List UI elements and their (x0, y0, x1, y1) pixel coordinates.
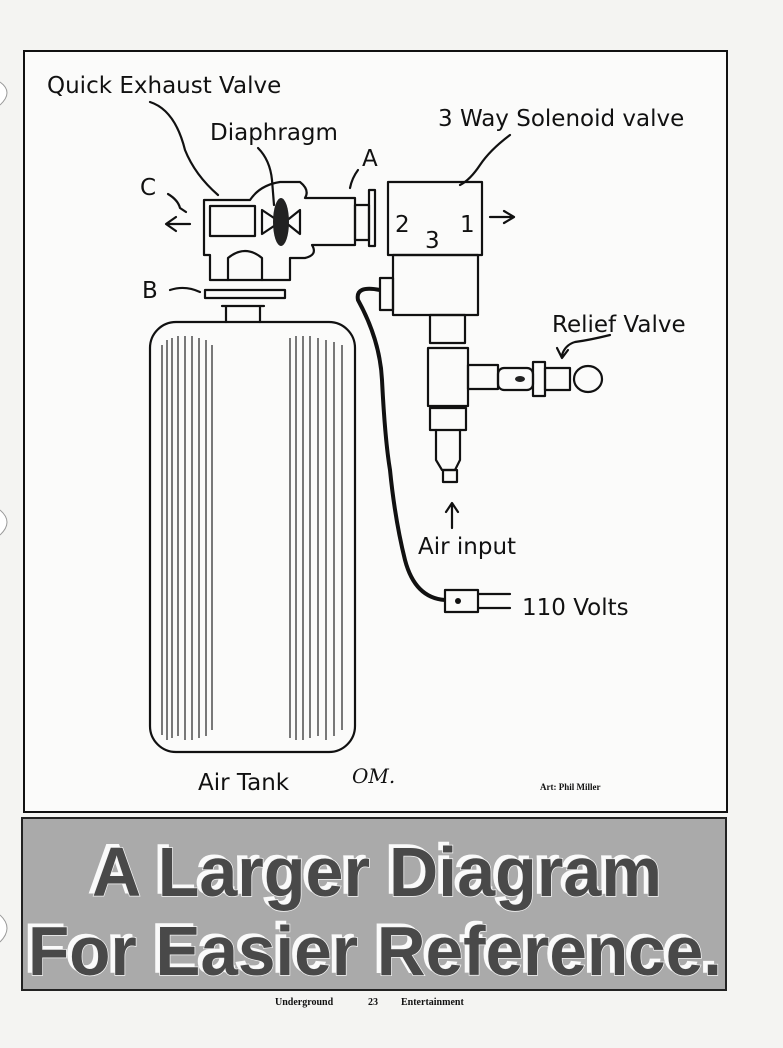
label-port-1: 1 (460, 212, 475, 238)
footer-right: Entertainment (401, 997, 464, 1008)
power-cord-drawing (355, 286, 512, 614)
label-diaphragm: Diaphragm (210, 120, 338, 146)
label-port-b: B (142, 278, 158, 304)
label-air-input: Air input (418, 534, 516, 560)
banner-line1: A Larger Diagram (92, 833, 662, 911)
art-credit: Art: Phil Miller (540, 782, 600, 792)
solenoid-valve-drawing (378, 180, 604, 530)
label-solenoid-valve: 3 Way Solenoid valve (438, 106, 684, 132)
air-tank-drawing (148, 288, 357, 754)
binder-hole (0, 914, 8, 943)
footer-page-number: 23 (368, 997, 378, 1008)
label-quick-exhaust-valve: Quick Exhaust Valve (47, 73, 281, 99)
banner-line2: For Easier Reference. (28, 912, 722, 990)
banner-box (21, 817, 727, 991)
artist-signature: OM. (352, 764, 395, 788)
label-port-3: 3 (425, 228, 440, 254)
binder-hole (0, 509, 8, 536)
label-relief-valve: Relief Valve (552, 312, 686, 338)
leader-lines (148, 100, 612, 360)
label-port-2: 2 (395, 212, 410, 238)
label-volts: 110 Volts (522, 595, 629, 621)
quick-exhaust-valve-drawing (164, 180, 377, 282)
footer-left: Underground (275, 997, 334, 1008)
label-port-c: C (140, 175, 156, 201)
binder-hole (0, 81, 8, 106)
label-air-tank: Air Tank (198, 770, 290, 796)
diagram-frame (23, 50, 728, 813)
label-port-a: A (362, 146, 378, 172)
